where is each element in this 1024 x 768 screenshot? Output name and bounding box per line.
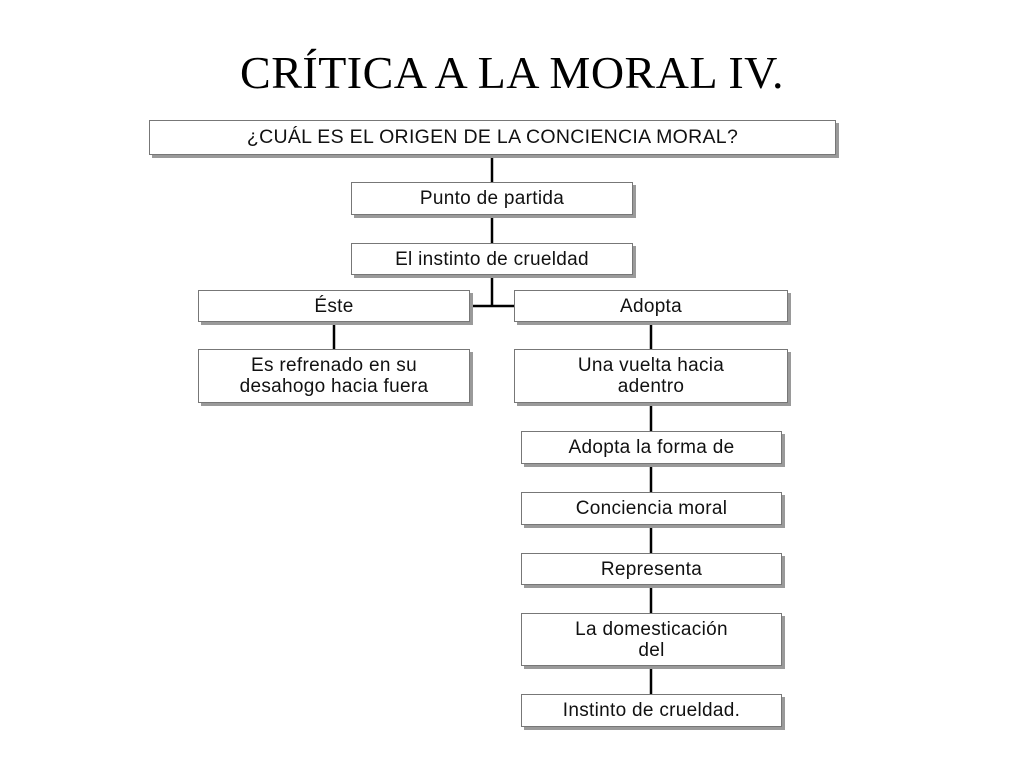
instinct-end-box: Instinto de crueldad. [521,694,782,727]
takes-form-text: Adopta la forma de [568,437,735,458]
takes-form-box: Adopta la forma de [521,431,782,464]
turn-inward-box: Una vuelta hacia adentro [514,349,788,403]
represents-box: Representa [521,553,782,585]
this-box: Éste [198,290,470,322]
domestication-text-line2: del [638,639,665,661]
restrained-text-line2: desahogo hacia fuera [239,376,429,397]
question-box: ¿CUÁL ES EL ORIGEN DE LA CONCIENCIA MORA… [149,120,836,155]
turn-inward-text-line1: Una vuelta hacia [577,355,725,376]
conscience-text: Conciencia moral [575,498,728,519]
instinct-box: El instinto de crueldad [351,243,633,275]
turn-inward-text-line2: adentro [617,376,685,397]
restrained-box: Es refrenado en su desahogo hacia fuera [198,349,470,403]
domestication-text-line1: La domesticación [575,618,728,640]
represents-text: Representa [600,558,703,580]
slide-title: CRÍTICA A LA MORAL IV. [240,47,784,98]
instinct-end-text: Instinto de crueldad. [562,700,741,721]
this-text: Éste [314,295,354,317]
adopts-box: Adopta [514,290,788,322]
adopts-text: Adopta [619,295,683,317]
starting-point-box: Punto de partida [351,182,633,215]
question-text: ¿CUÁL ES EL ORIGEN DE LA CONCIENCIA MORA… [246,126,739,148]
conscience-box: Conciencia moral [521,492,782,525]
domestication-box: La domesticación del [521,613,782,666]
starting-point-text: Punto de partida [419,188,565,209]
restrained-text-line1: Es refrenado en su [251,355,417,376]
instinct-text: El instinto de crueldad [395,248,589,270]
